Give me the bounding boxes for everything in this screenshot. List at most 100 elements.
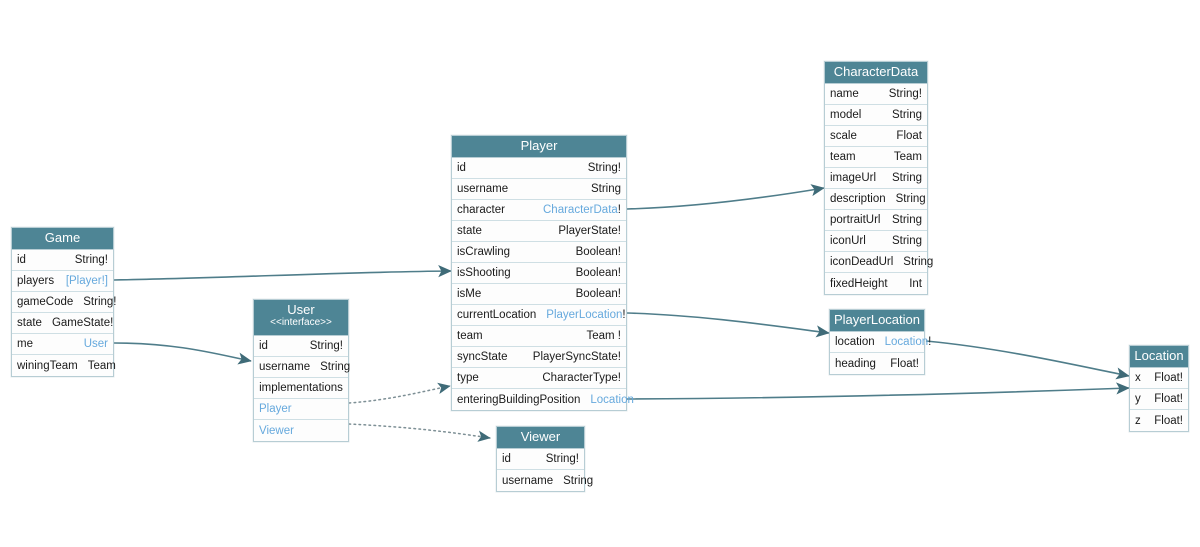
table-row[interactable]: currentLocation PlayerLocation! bbox=[452, 305, 626, 326]
field-type: Float bbox=[896, 130, 922, 142]
table-row[interactable]: location Location! bbox=[830, 332, 931, 353]
entity-user[interactable]: User <<interface>> id String! username S… bbox=[253, 299, 351, 442]
field-name: state bbox=[457, 225, 482, 237]
field-name: isCrawling bbox=[457, 246, 511, 258]
entity-viewer[interactable]: Viewer id String! username String bbox=[496, 426, 593, 492]
non-null-marker: ! bbox=[617, 204, 621, 216]
field-type: String bbox=[563, 474, 594, 487]
edge-user-player-impl bbox=[348, 382, 451, 404]
table-row[interactable]: state GameState! bbox=[12, 313, 113, 334]
table-row[interactable]: z Float! bbox=[1130, 410, 1188, 431]
edge-player-currentlocation-to-playerlocation bbox=[626, 312, 830, 338]
table-row[interactable]: id String! bbox=[254, 336, 348, 357]
table-row[interactable]: winingTeam Team bbox=[12, 355, 116, 376]
table-row[interactable]: players [Player!] bbox=[12, 271, 113, 292]
table-row[interactable]: fixedHeight Int bbox=[825, 273, 927, 294]
field-type: String bbox=[895, 193, 926, 205]
field-type: Float! bbox=[890, 357, 919, 370]
entity-player[interactable]: Player id String! username String charac… bbox=[451, 135, 634, 411]
field-type-link[interactable]: PlayerLocation! bbox=[546, 309, 625, 321]
field-type: Boolean! bbox=[575, 267, 621, 279]
field-type: PlayerSyncState! bbox=[532, 351, 621, 363]
table-row[interactable]: id String! bbox=[452, 158, 626, 179]
entity-characterdata-title: CharacterData bbox=[825, 62, 927, 84]
field-type: GameState! bbox=[51, 317, 114, 329]
field-name: id bbox=[259, 340, 268, 352]
field-name: isShooting bbox=[457, 267, 511, 279]
non-null-marker: ! bbox=[622, 309, 626, 321]
entity-location[interactable]: Location x Float! y Float! z Float! bbox=[1129, 345, 1189, 432]
table-row[interactable]: iconUrl String bbox=[825, 231, 927, 252]
field-name: team bbox=[457, 330, 483, 342]
field-name: imageUrl bbox=[830, 172, 877, 184]
entity-viewer-title: Viewer bbox=[497, 427, 584, 449]
table-row[interactable]: description String bbox=[825, 189, 927, 210]
implementation-name[interactable]: Player bbox=[259, 403, 292, 415]
field-name: isMe bbox=[457, 288, 482, 300]
table-row[interactable]: imageUrl String bbox=[825, 168, 927, 189]
field-type: String bbox=[320, 361, 351, 373]
table-row[interactable]: username String bbox=[497, 470, 593, 491]
table-row[interactable]: heading Float! bbox=[830, 353, 924, 374]
table-row[interactable]: character CharacterData! bbox=[452, 200, 626, 221]
field-type: String bbox=[903, 256, 934, 268]
entity-playerlocation[interactable]: PlayerLocation location Location! headin… bbox=[829, 309, 931, 375]
field-name: id bbox=[457, 162, 466, 174]
field-type: Team ! bbox=[586, 330, 621, 342]
table-row[interactable]: me User bbox=[12, 334, 113, 355]
field-name: gameCode bbox=[17, 296, 74, 308]
field-name: x bbox=[1135, 372, 1141, 384]
field-type: Int bbox=[909, 277, 922, 290]
field-name: y bbox=[1135, 393, 1141, 405]
field-name: iconDeadUrl bbox=[830, 256, 894, 268]
entity-player-title: Player bbox=[452, 136, 626, 158]
table-row[interactable]: syncState PlayerSyncState! bbox=[452, 347, 626, 368]
field-type-link[interactable]: CharacterData! bbox=[543, 204, 621, 216]
table-row[interactable]: model String bbox=[825, 105, 927, 126]
edge-playerlocation-location-to-location bbox=[925, 340, 1130, 380]
table-row[interactable]: team Team bbox=[825, 147, 927, 168]
table-row[interactable]: iconDeadUrl String bbox=[825, 252, 933, 273]
implementation-player[interactable]: Player bbox=[254, 399, 348, 420]
implementation-name[interactable]: Viewer bbox=[259, 424, 294, 437]
table-row[interactable]: portraitUrl String bbox=[825, 210, 927, 231]
field-type: Float! bbox=[1154, 393, 1183, 405]
table-row[interactable]: state PlayerState! bbox=[452, 221, 626, 242]
field-name: username bbox=[259, 361, 311, 373]
table-row[interactable]: isCrawling Boolean! bbox=[452, 242, 626, 263]
table-row[interactable]: y Float! bbox=[1130, 389, 1188, 410]
field-name: portraitUrl bbox=[830, 214, 881, 226]
field-name: team bbox=[830, 151, 856, 163]
table-row[interactable]: isShooting Boolean! bbox=[452, 263, 626, 284]
field-type: String! bbox=[74, 254, 108, 266]
field-name: id bbox=[502, 453, 511, 465]
field-name: type bbox=[457, 372, 479, 384]
entity-game-title: Game bbox=[12, 228, 113, 250]
table-row[interactable]: enteringBuildingPosition Location bbox=[452, 389, 634, 410]
table-row[interactable]: x Float! bbox=[1130, 368, 1188, 389]
field-type-link[interactable]: Location bbox=[590, 393, 634, 406]
table-row[interactable]: username String bbox=[254, 357, 351, 378]
table-row[interactable]: id String! bbox=[497, 449, 584, 470]
field-name: description bbox=[830, 193, 886, 205]
field-name: z bbox=[1135, 414, 1141, 427]
implementation-viewer[interactable]: Viewer bbox=[254, 420, 348, 441]
field-name: id bbox=[17, 254, 26, 266]
entity-location-title: Location bbox=[1130, 346, 1188, 368]
table-row[interactable]: scale Float bbox=[825, 126, 927, 147]
field-type-link[interactable]: User bbox=[83, 338, 108, 350]
edge-game-players-to-player bbox=[113, 265, 452, 281]
entity-characterdata[interactable]: CharacterData name String! model String … bbox=[824, 61, 933, 295]
table-row[interactable]: username String bbox=[452, 179, 626, 200]
entity-playerlocation-title: PlayerLocation bbox=[830, 310, 924, 332]
field-type-link[interactable]: [Player!] bbox=[65, 275, 108, 287]
table-row[interactable]: team Team ! bbox=[452, 326, 626, 347]
table-row[interactable]: type CharacterType! bbox=[452, 368, 626, 389]
table-row[interactable]: id String! bbox=[12, 250, 113, 271]
table-row[interactable]: gameCode String! bbox=[12, 292, 117, 313]
field-name: state bbox=[17, 317, 42, 329]
entity-game[interactable]: Game id String! players [Player!] gameCo… bbox=[11, 227, 117, 377]
table-row[interactable]: name String! bbox=[825, 84, 927, 105]
field-type-link[interactable]: Location! bbox=[885, 336, 932, 348]
table-row[interactable]: isMe Boolean! bbox=[452, 284, 626, 305]
